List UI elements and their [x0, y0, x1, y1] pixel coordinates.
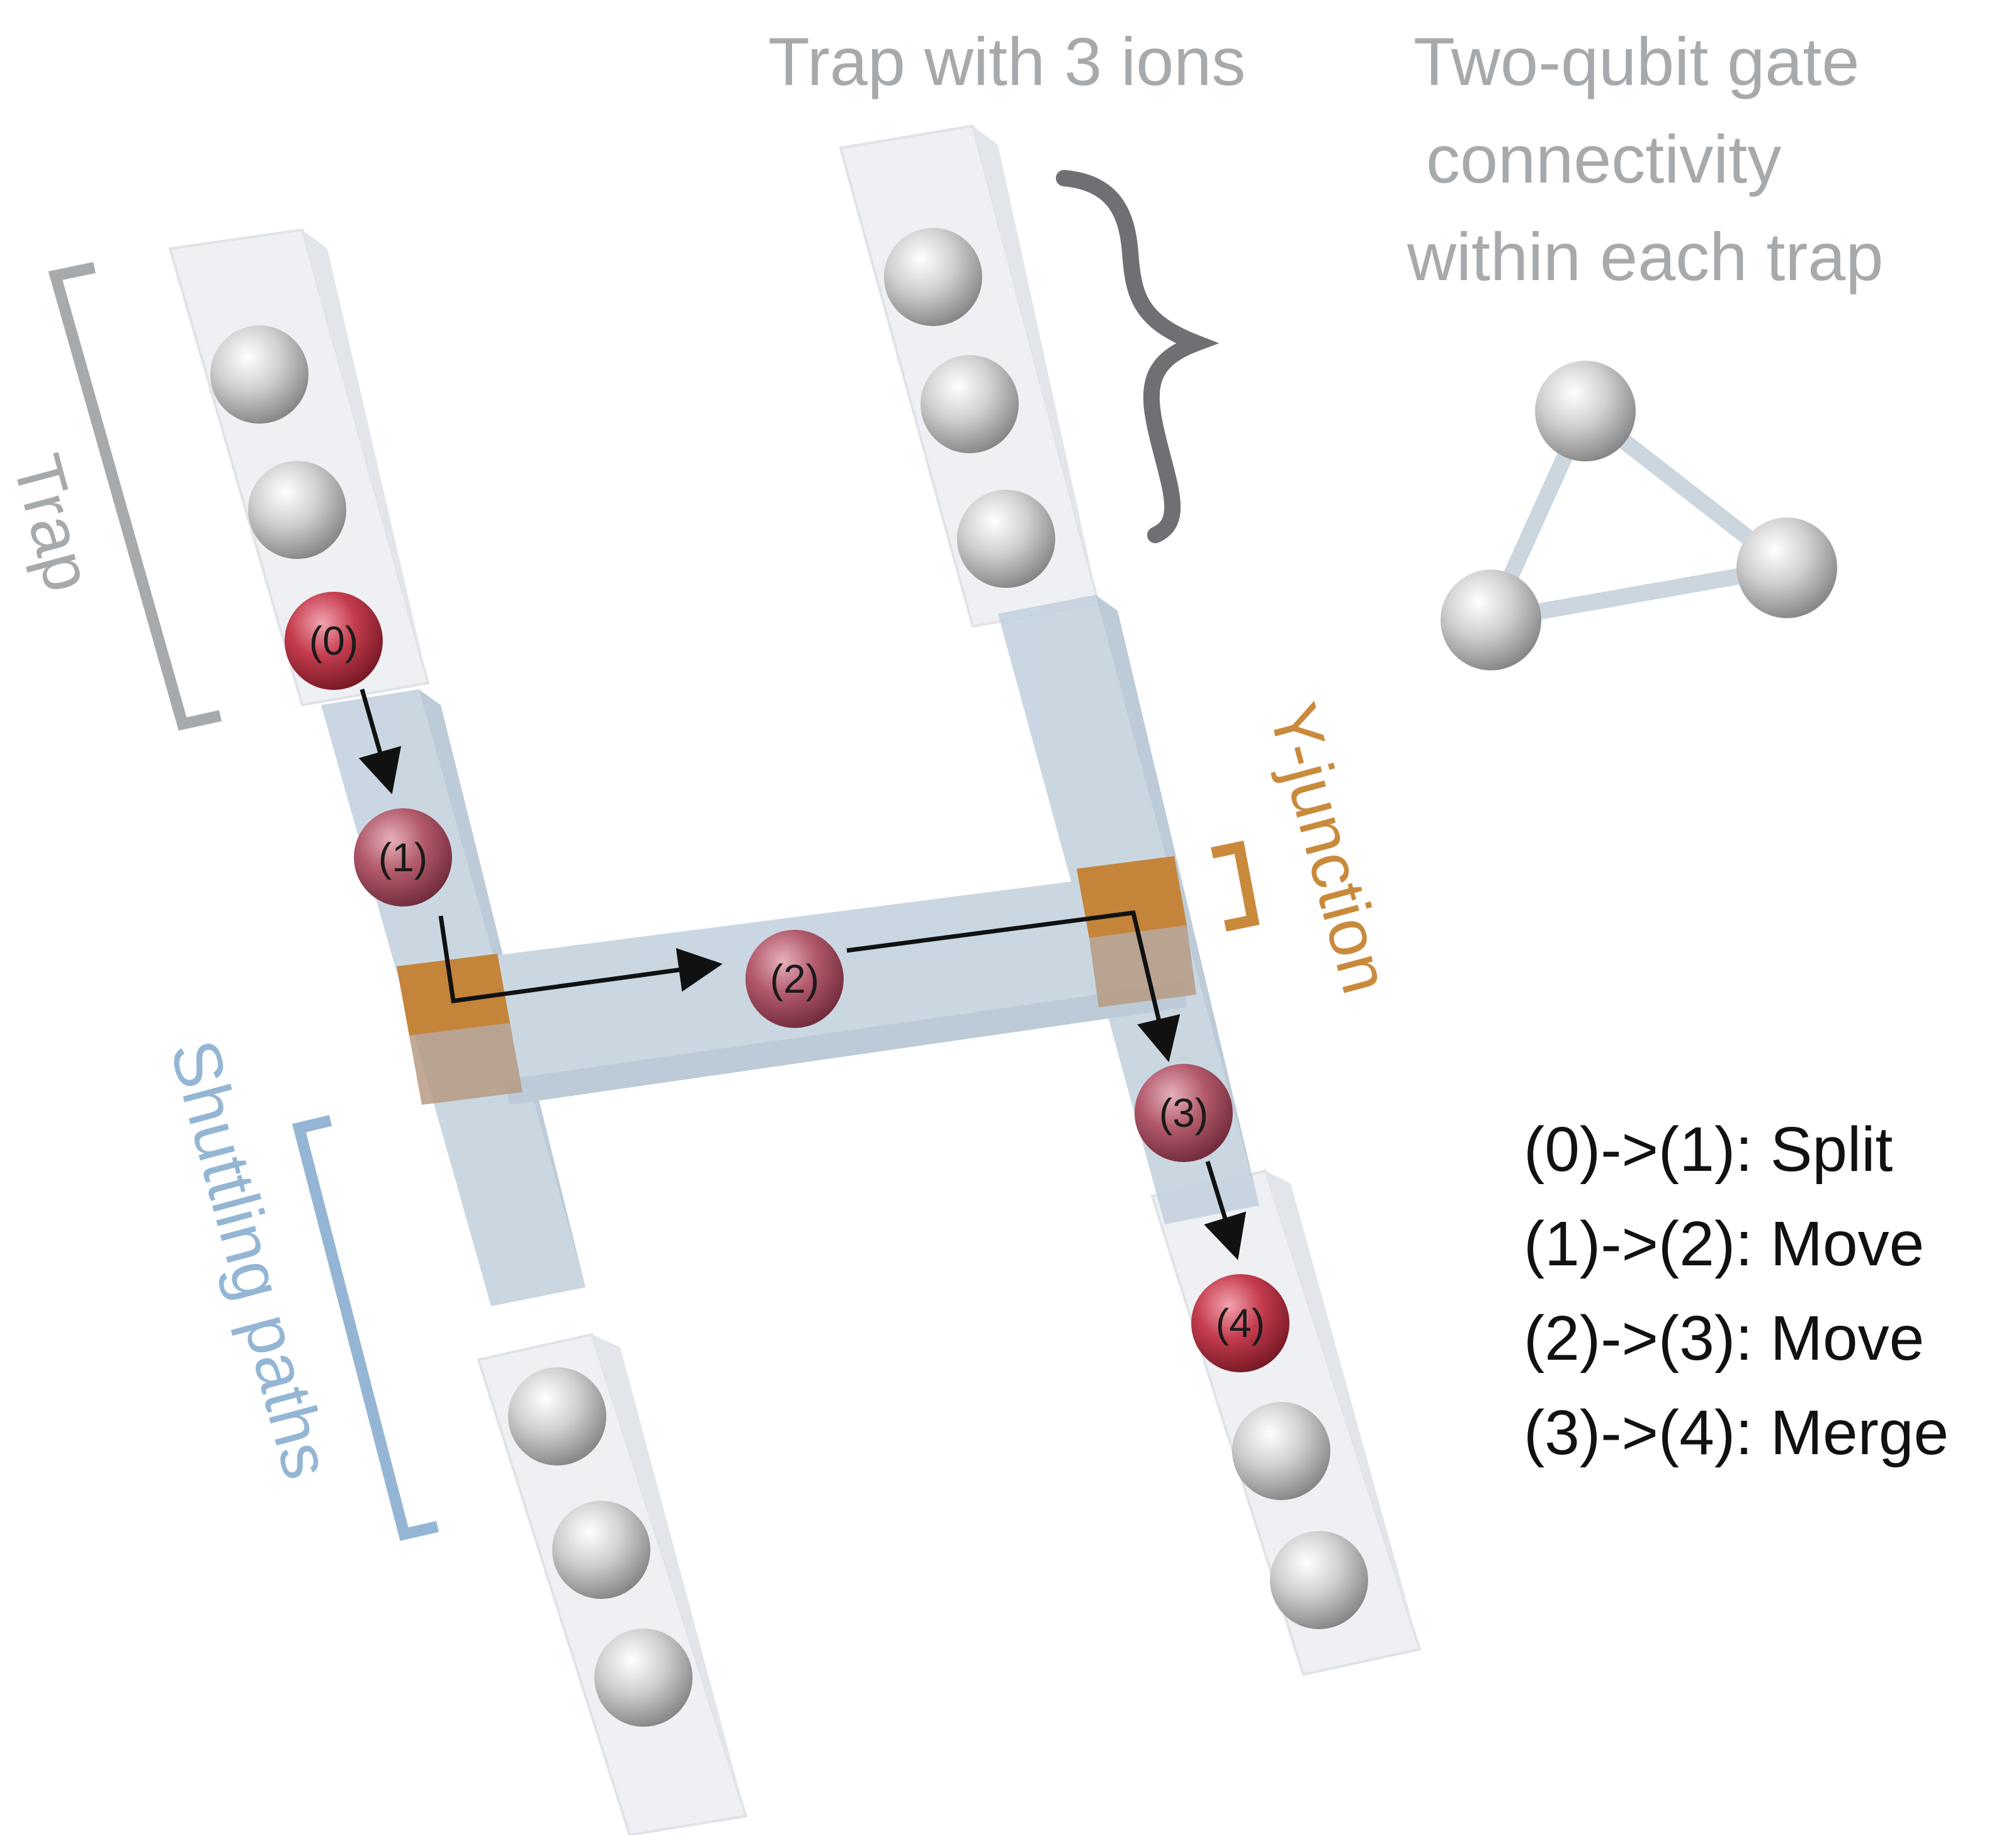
numbered-ions: (0) (1) (2) (3) (4)	[285, 592, 1289, 1372]
ion-sphere-icon	[594, 1629, 693, 1727]
ion-sphere-icon	[1441, 570, 1541, 670]
ion-step-2-label: (2)	[770, 956, 819, 1002]
y-junction-right-lower	[1089, 925, 1196, 1007]
ion-step-0	[285, 592, 383, 690]
legend-item-split: (0)->(1): Split	[1524, 1114, 1893, 1185]
ion-step-2	[745, 930, 844, 1028]
legend: (0)->(1): Split (1)->(2): Move (2)->(3):…	[1524, 1114, 1949, 1468]
y-junction-bracket-icon	[1211, 840, 1260, 932]
trap-bottom-left-side	[592, 1335, 746, 1816]
trap-top-right-side	[973, 126, 1099, 604]
arrow-icon	[438, 915, 723, 1003]
legend-item-move-1: (1)->(2): Move	[1524, 1209, 1924, 1279]
shuttling-paths-label: Shuttling paths	[156, 1032, 346, 1486]
curly-brace-icon	[1056, 170, 1220, 543]
trap-bracket-icon	[48, 262, 222, 731]
ion-sphere-icon	[957, 490, 1055, 588]
ion-step-3	[1135, 1064, 1233, 1162]
ion-step-4	[1191, 1274, 1289, 1372]
trap-label: Trap	[0, 447, 108, 599]
trap-top-left-side	[302, 230, 428, 683]
arrow-icon	[1204, 1160, 1247, 1260]
connectivity-triangle	[1441, 361, 1837, 670]
trap-with-ions-label: Trap with 3 ions	[768, 23, 1245, 99]
legend-item-move-2: (2)->(3): Move	[1524, 1303, 1924, 1374]
ion-sphere-icon	[1232, 1402, 1330, 1500]
connectivity-label-line-2: connectivity	[1426, 121, 1781, 197]
y-junction-left-lower	[409, 1023, 523, 1105]
ion-sphere-icon	[552, 1501, 650, 1599]
shuttle-arrows	[358, 689, 1247, 1260]
ion-sphere-icon	[884, 228, 982, 326]
arrow-icon	[846, 910, 1181, 1063]
ion-step-0-label: (0)	[309, 618, 358, 663]
connectivity-label-line-3: within each trap	[1407, 218, 1883, 295]
gray-ions	[210, 228, 1368, 1727]
ion-step-1	[354, 808, 452, 906]
ion-sphere-icon	[1736, 517, 1837, 618]
ion-sphere-icon	[920, 355, 1019, 453]
ion-sphere-icon	[508, 1367, 606, 1465]
y-junction-right	[1077, 856, 1187, 938]
ion-sphere-icon	[1270, 1531, 1368, 1629]
shuttling-bracket-icon	[292, 1115, 439, 1541]
ion-sphere-icon	[248, 461, 346, 559]
ion-sphere-icon	[210, 325, 309, 424]
connectivity-label-line-1: Two-qubit gate	[1413, 23, 1859, 99]
brackets	[48, 170, 1260, 1541]
ion-sphere-icon	[1535, 361, 1636, 461]
legend-item-merge: (3)->(4): Merge	[1524, 1397, 1949, 1468]
y-junction-label: Y-junction	[1255, 696, 1405, 1002]
ion-step-1-label: (1)	[378, 835, 428, 880]
shuttle-horizontal-front	[504, 982, 1187, 1105]
trap-bottom-right-side	[1266, 1171, 1420, 1649]
arrow-icon	[358, 689, 402, 794]
ion-step-4-label: (4)	[1216, 1301, 1265, 1346]
ion-step-3-label: (3)	[1159, 1090, 1208, 1136]
